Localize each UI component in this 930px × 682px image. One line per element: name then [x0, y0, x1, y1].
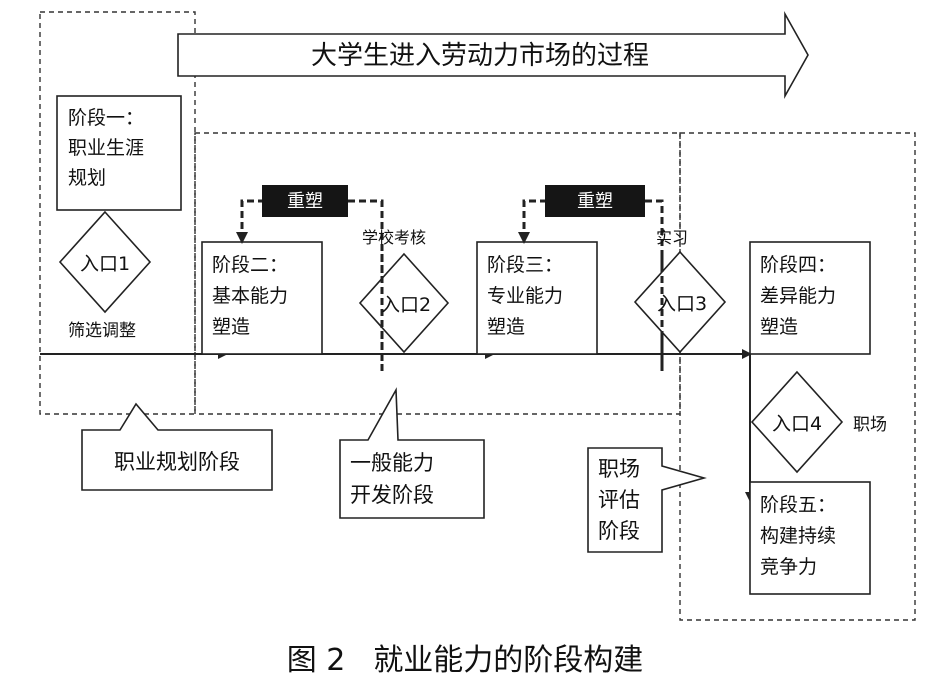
- stage-2-line2: 基本能力: [212, 285, 288, 307]
- reshape-1-label: 重塑: [287, 191, 323, 212]
- entry-3-label: 入口3: [657, 293, 707, 315]
- stage-5-line1: 阶段五：: [760, 494, 836, 516]
- entry-4-note: 职场: [853, 415, 887, 435]
- callout-general-ability-line2: 开发阶段: [350, 483, 434, 507]
- callout-workplace-eval-line2: 评估: [598, 488, 640, 512]
- entry-diamond-4: [750, 370, 844, 474]
- stage-box-3: [476, 241, 598, 355]
- reshape-2-arrowhead: [518, 232, 530, 244]
- entry-3-note: 实习: [656, 228, 688, 247]
- callout-workplace-eval: [587, 447, 707, 553]
- reshape-2-label: 重塑: [577, 191, 613, 212]
- reshape-box-2: [545, 185, 645, 217]
- figure-title: 就业能力的阶段构建: [373, 643, 643, 678]
- callout-general-ability: [339, 387, 485, 519]
- stage-box-4: [749, 241, 871, 355]
- figure-caption: 图 2 就业能力的阶段构建: [287, 643, 644, 678]
- stage-1-line1: 阶段一：: [68, 107, 144, 129]
- stage-2-line1: 阶段二：: [212, 254, 288, 276]
- stage-1-line2: 职业生涯: [68, 137, 144, 159]
- stage-box-1: [56, 95, 182, 211]
- stage-3-line3: 塑造: [487, 316, 525, 338]
- entry-1-label: 入口1: [80, 253, 130, 275]
- callout-workplace-eval-line1: 职场: [598, 457, 640, 481]
- stage-3-line2: 专业能力: [487, 285, 563, 307]
- entry-diamond-1: [58, 210, 152, 314]
- stage-3-line1: 阶段三：: [487, 254, 563, 276]
- stage-box-5: [749, 481, 871, 595]
- callout-general-ability-line1: 一般能力: [350, 451, 434, 475]
- entry-2-note: 学校考核: [362, 228, 426, 247]
- stage-5-line3: 竞争力: [760, 556, 817, 578]
- region-workplace: [679, 132, 916, 621]
- entry-4-label: 入口4: [772, 413, 822, 435]
- stage-4-line1: 阶段四：: [760, 254, 836, 276]
- reshape-loop-2: [522, 199, 664, 370]
- callout-career-planning-text: 职业规划阶段: [114, 450, 240, 474]
- stage-4-line3: 塑造: [760, 316, 798, 338]
- reshape-box-1: [262, 185, 348, 217]
- process-arrow: [177, 10, 809, 100]
- stage-1-line3: 规划: [68, 167, 106, 189]
- entry-diamond-3: [633, 250, 727, 354]
- callout-career-planning: [81, 402, 273, 491]
- callout-workplace-eval-line3: 阶段: [598, 519, 640, 543]
- stage-box-2: [201, 241, 323, 355]
- entry-1-note: 筛选调整: [68, 321, 136, 341]
- stage-4-line2: 差异能力: [760, 285, 836, 307]
- stage-2-line3: 塑造: [212, 316, 250, 338]
- reshape-1-arrowhead: [236, 232, 248, 244]
- figure-number: 图 2: [287, 643, 346, 678]
- stage-5-line2: 构建持续: [760, 525, 836, 547]
- entry-2-label: 入口2: [381, 294, 431, 316]
- process-arrow-label: 大学生进入劳动力市场的过程: [311, 41, 649, 71]
